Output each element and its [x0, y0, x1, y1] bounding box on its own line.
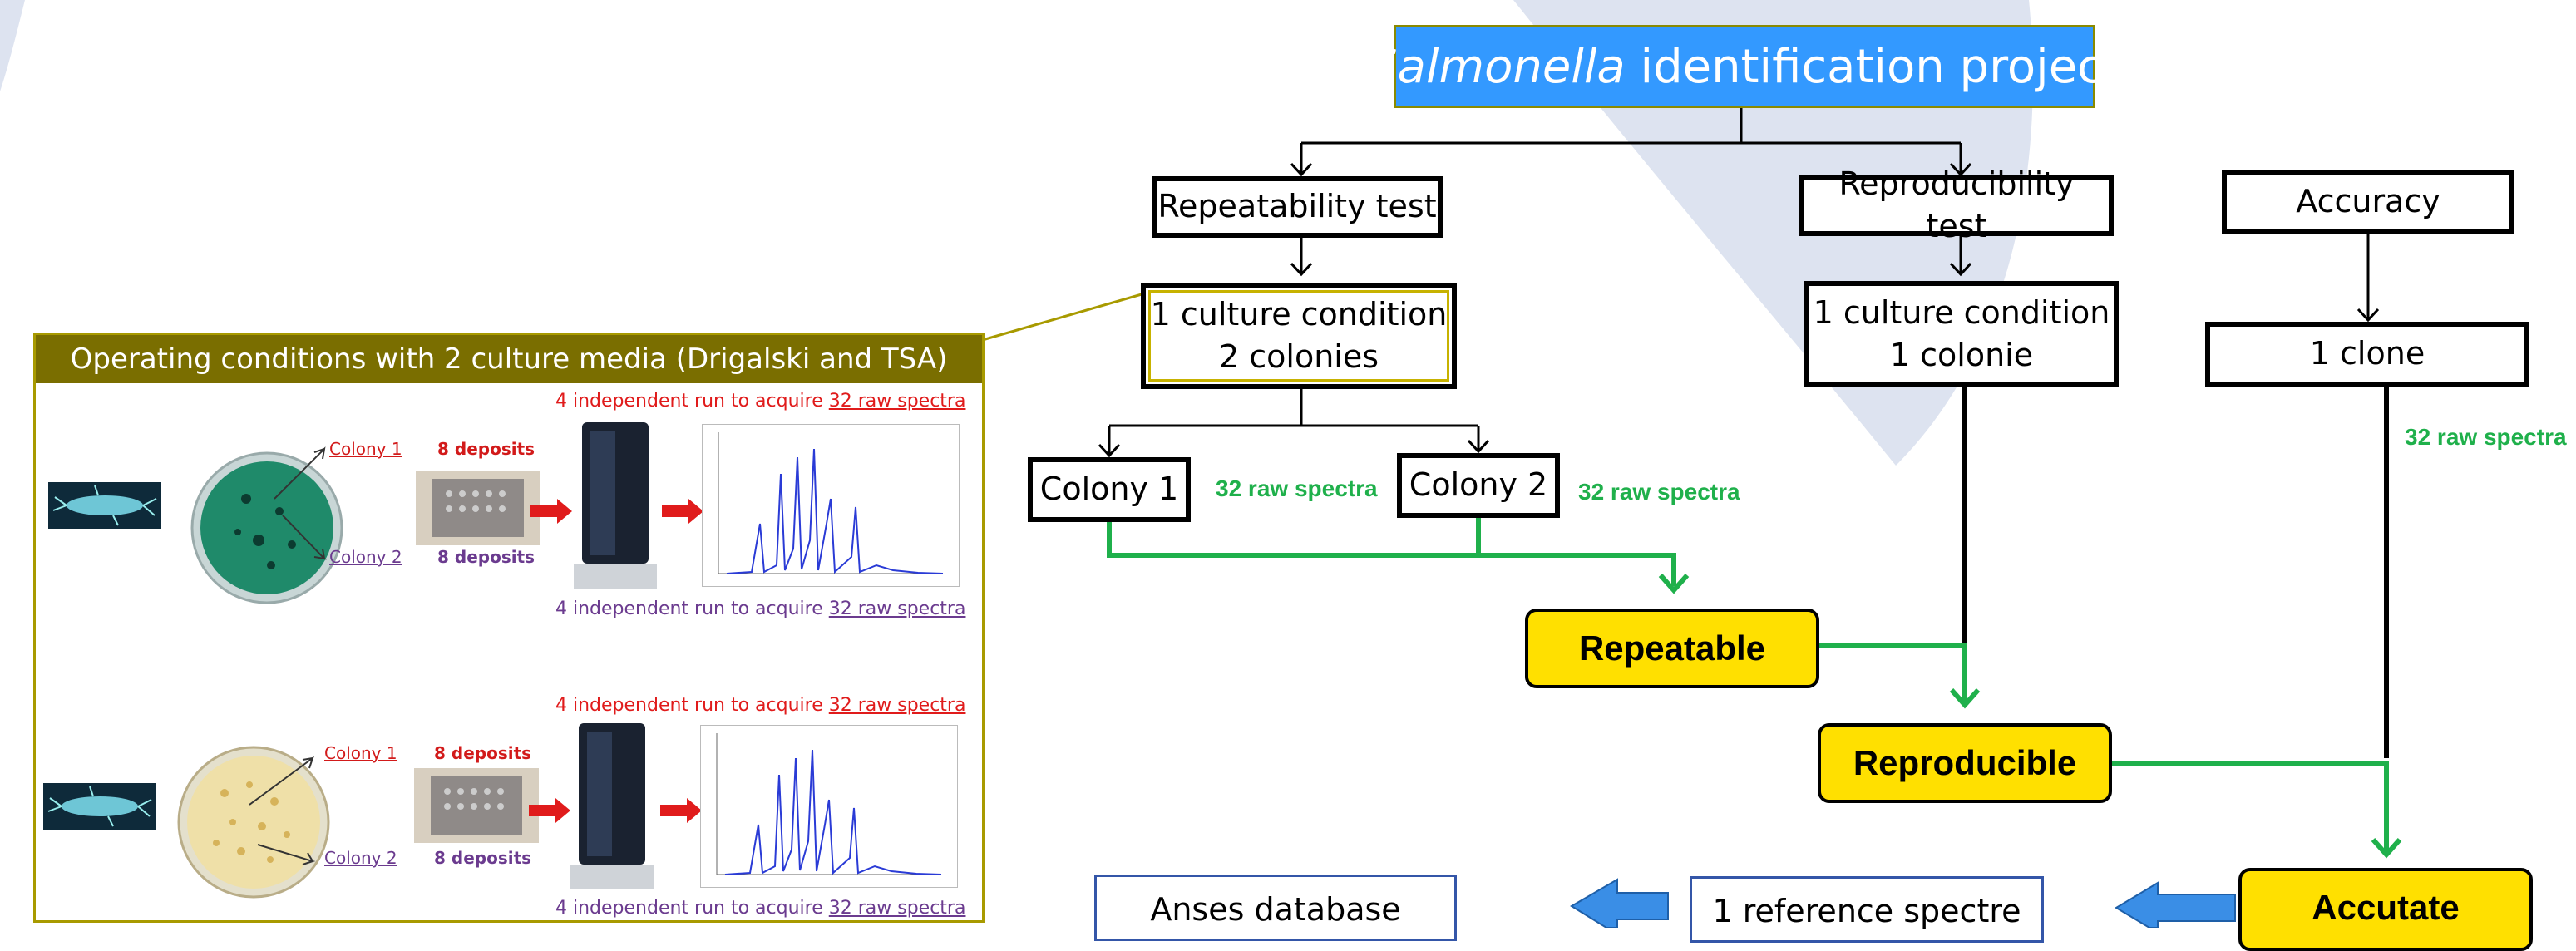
repeatability-test-box: Repeatability test [1152, 176, 1443, 238]
spectra-label-colony2: 32 raw spectra [1578, 479, 1740, 505]
bacterium-icon-2 [43, 783, 156, 830]
clone-box: 1 clone [2205, 322, 2529, 387]
bacterium-icon-1 [48, 482, 161, 529]
repeatability-condition-box: 1 culture condition 2 colonies [1141, 283, 1457, 389]
anses-database-box: Anses database [1094, 875, 1457, 941]
target-plate-2 [414, 768, 539, 843]
row2-run-bottom: 4 independent run to acquire 32 raw spec… [555, 898, 966, 919]
row1-run-bottom: 4 independent run to acquire 32 raw spec… [555, 599, 966, 619]
reproducibility-test-box: Reproducibility test [1799, 165, 2114, 244]
colony1-box: Colony 1 [1028, 457, 1191, 522]
connector-cond-to-colonies [1108, 389, 1480, 456]
colony2-box: Colony 2 [1397, 453, 1560, 518]
rep-cond-line2: 2 colonies [1218, 338, 1379, 375]
blue-arrow-left-1 [1570, 878, 1669, 928]
accurate-result: Accutate [2238, 868, 2533, 951]
callout-line [979, 291, 1148, 342]
spectra-label-clone: 32 raw spectra [2405, 424, 2567, 450]
panel-title: Operating conditions with 2 culture medi… [36, 335, 982, 383]
watermark-left-shape [0, 0, 25, 91]
title-rest: identification project [1625, 39, 2121, 94]
green-reproducible-to-accurate [2112, 761, 2389, 852]
project-title: Salmonella identification project [1368, 25, 2121, 108]
target-plate-1 [416, 471, 540, 545]
reproducible-result: Reproducible [1818, 723, 2112, 803]
callout-lines-1 [274, 446, 327, 560]
green-repeatable-to-reproducible [1819, 643, 1967, 702]
green-colonies-to-repeatable [1107, 515, 1676, 586]
reproducibility-condition-box: 1 culture condition 1 colonie [1804, 281, 2119, 387]
arrow-right-red-2 [662, 499, 703, 524]
repro-cond-line1: 1 culture condition [1813, 293, 2110, 331]
row2-deposits-top: 8 deposits [434, 743, 532, 763]
repro-cond-line2: 1 colonie [1889, 337, 2034, 373]
title-italic: Salmonella [1368, 39, 1626, 94]
row2-run-top: 4 independent run to acquire 32 raw spec… [555, 695, 966, 716]
row2-deposits-bottom: 8 deposits [434, 848, 532, 868]
spectrum-plot-1 [702, 424, 960, 587]
row1-colony1-label: Colony 1 [329, 439, 402, 459]
mass-spectrometer-1 [574, 422, 657, 589]
blue-arrow-left-2 [2115, 881, 2236, 928]
repeatable-result: Repeatable [1525, 609, 1819, 688]
rep-cond-line1: 1 culture condition [1150, 295, 1448, 333]
row2-colony2-label: Colony 2 [324, 848, 397, 868]
row1-deposits-bottom: 8 deposits [437, 547, 535, 567]
accuracy-box: Accuracy [2222, 170, 2514, 234]
row1-run-top: 4 independent run to acquire 32 raw spec… [555, 391, 966, 411]
row1-deposits-top: 8 deposits [437, 439, 535, 459]
callout-lines-2 [249, 756, 316, 865]
spectrum-plot-2 [700, 725, 958, 888]
row2-colony1-label: Colony 1 [324, 743, 397, 763]
arrow-right-red-4 [660, 798, 702, 823]
petri-dish-green [190, 451, 343, 604]
petri-dish-yellow [177, 746, 330, 899]
reference-spectre-box: 1 reference spectre [1690, 876, 2044, 943]
spectra-label-colony1: 32 raw spectra [1216, 476, 1378, 501]
mass-spectrometer-2 [570, 723, 654, 889]
arrow-right-red-1 [530, 499, 572, 524]
connector-title-to-tests [1300, 108, 1962, 175]
arrow-right-red-3 [529, 798, 570, 823]
row1-colony2-label: Colony 2 [329, 547, 402, 567]
